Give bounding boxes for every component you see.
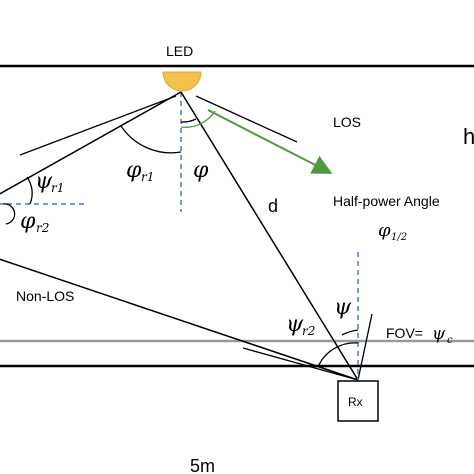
psi-r2-subscript: r2 <box>302 324 315 338</box>
angle-arc-phi <box>180 118 197 123</box>
non-los-label: Non-LOS <box>16 288 74 304</box>
distance-label: d <box>268 196 278 216</box>
room-height-label: h <box>463 124 474 149</box>
half-power-angle-label: Half-power Angle <box>333 193 440 209</box>
led-source-icon <box>162 71 202 92</box>
phi-r2-symbol: φ <box>20 209 36 234</box>
psi-symbol: ψ <box>334 295 352 320</box>
room-outline <box>0 64 474 368</box>
fov-boundary-right <box>357 313 373 381</box>
room-width-label: 5m <box>190 456 215 474</box>
psi-r1-symbol: ψ <box>35 169 53 194</box>
fov-symbol: ψ <box>432 324 446 344</box>
half-power-boundary-left <box>19 95 177 156</box>
angle-arc-half-power <box>180 110 216 128</box>
nlos-ray-led-to-wall <box>0 91 182 195</box>
angle-arc-psi <box>341 329 359 336</box>
angle-arc-psi-r1 <box>26 176 33 205</box>
psi-r2-symbol: ψ <box>286 312 304 337</box>
los-path-d <box>180 91 359 381</box>
half-power-boundary-right <box>195 95 298 143</box>
nlos-ray-wall-to-rx <box>0 258 359 381</box>
fov-subscript: c <box>447 335 453 346</box>
led-label: LED <box>166 43 193 59</box>
angle-arc-psi-r2 <box>317 342 359 368</box>
psi-r1-subscript: r1 <box>51 181 64 195</box>
half-power-subscript: 1/2 <box>391 232 407 243</box>
half-power-symbol: φ <box>378 220 391 241</box>
fov-boundary-left <box>242 347 359 381</box>
receiver-box <box>337 380 379 422</box>
angle-arc-phi-r2 <box>2 203 16 225</box>
angle-arc-phi-r1 <box>120 125 182 154</box>
fov-label-prefix: FOV= <box>386 325 423 341</box>
los-direction-arrow <box>207 109 333 174</box>
phi-symbol: φ <box>193 158 209 183</box>
phi-r1-subscript: r1 <box>141 170 154 184</box>
phi-r1-symbol: φ <box>126 158 142 183</box>
los-label: LOS <box>333 114 361 130</box>
receiver-label: Rx <box>348 395 363 409</box>
phi-r2-subscript: r2 <box>36 221 49 235</box>
